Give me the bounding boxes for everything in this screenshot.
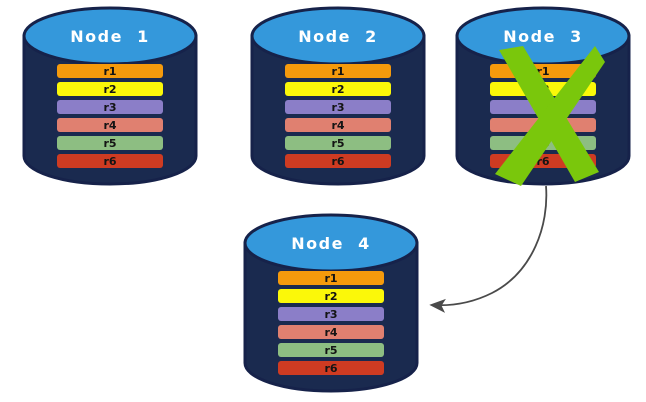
cylinder-top (455, 6, 631, 66)
row-bar-r6[interactable] (490, 154, 596, 168)
row-bar-r1[interactable] (285, 64, 391, 78)
row-bar-r4[interactable] (278, 325, 384, 339)
row-bar-r3[interactable] (490, 100, 596, 114)
row-bar-r5[interactable] (278, 343, 384, 357)
row-bar-r2[interactable] (57, 82, 163, 96)
row-bar-r1[interactable] (278, 271, 384, 285)
row-bar-r6[interactable] (285, 154, 391, 168)
row-bar-r2[interactable] (490, 82, 596, 96)
row-bar-r4[interactable] (490, 118, 596, 132)
node-2-cylinder (250, 6, 426, 186)
row-bar-r3[interactable] (278, 307, 384, 321)
row-bar-r3[interactable] (285, 100, 391, 114)
row-bar-r2[interactable] (285, 82, 391, 96)
cylinder-top (22, 6, 198, 66)
row-bar-r4[interactable] (57, 118, 163, 132)
row-bar-r6[interactable] (57, 154, 163, 168)
row-bar-r5[interactable] (285, 136, 391, 150)
failover-arrow-path (429, 185, 548, 313)
row-bar-r2[interactable] (278, 289, 384, 303)
node-4-cylinder (243, 213, 419, 393)
node-2[interactable]: Node 2 r1 r2 r3 r4 r5 r6 (250, 6, 426, 188)
node-1[interactable]: Node 1 r1 r2 r3 r4 r5 r6 (22, 6, 198, 188)
row-bar-r5[interactable] (490, 136, 596, 150)
row-bar-r1[interactable] (57, 64, 163, 78)
row-bar-r3[interactable] (57, 100, 163, 114)
cylinder-top (243, 213, 419, 273)
row-bar-r4[interactable] (285, 118, 391, 132)
row-bar-r5[interactable] (57, 136, 163, 150)
cylinder-top (250, 6, 426, 66)
row-bar-r6[interactable] (278, 361, 384, 375)
node-1-cylinder (22, 6, 198, 186)
row-bar-r1[interactable] (490, 64, 596, 78)
node-4[interactable]: Node 4 r1 r2 r3 r4 r5 r6 (243, 213, 419, 395)
node-3[interactable]: Node 3 r1 r2 r3 r4 r5 r6 (455, 6, 631, 188)
node-3-cylinder (455, 6, 631, 186)
